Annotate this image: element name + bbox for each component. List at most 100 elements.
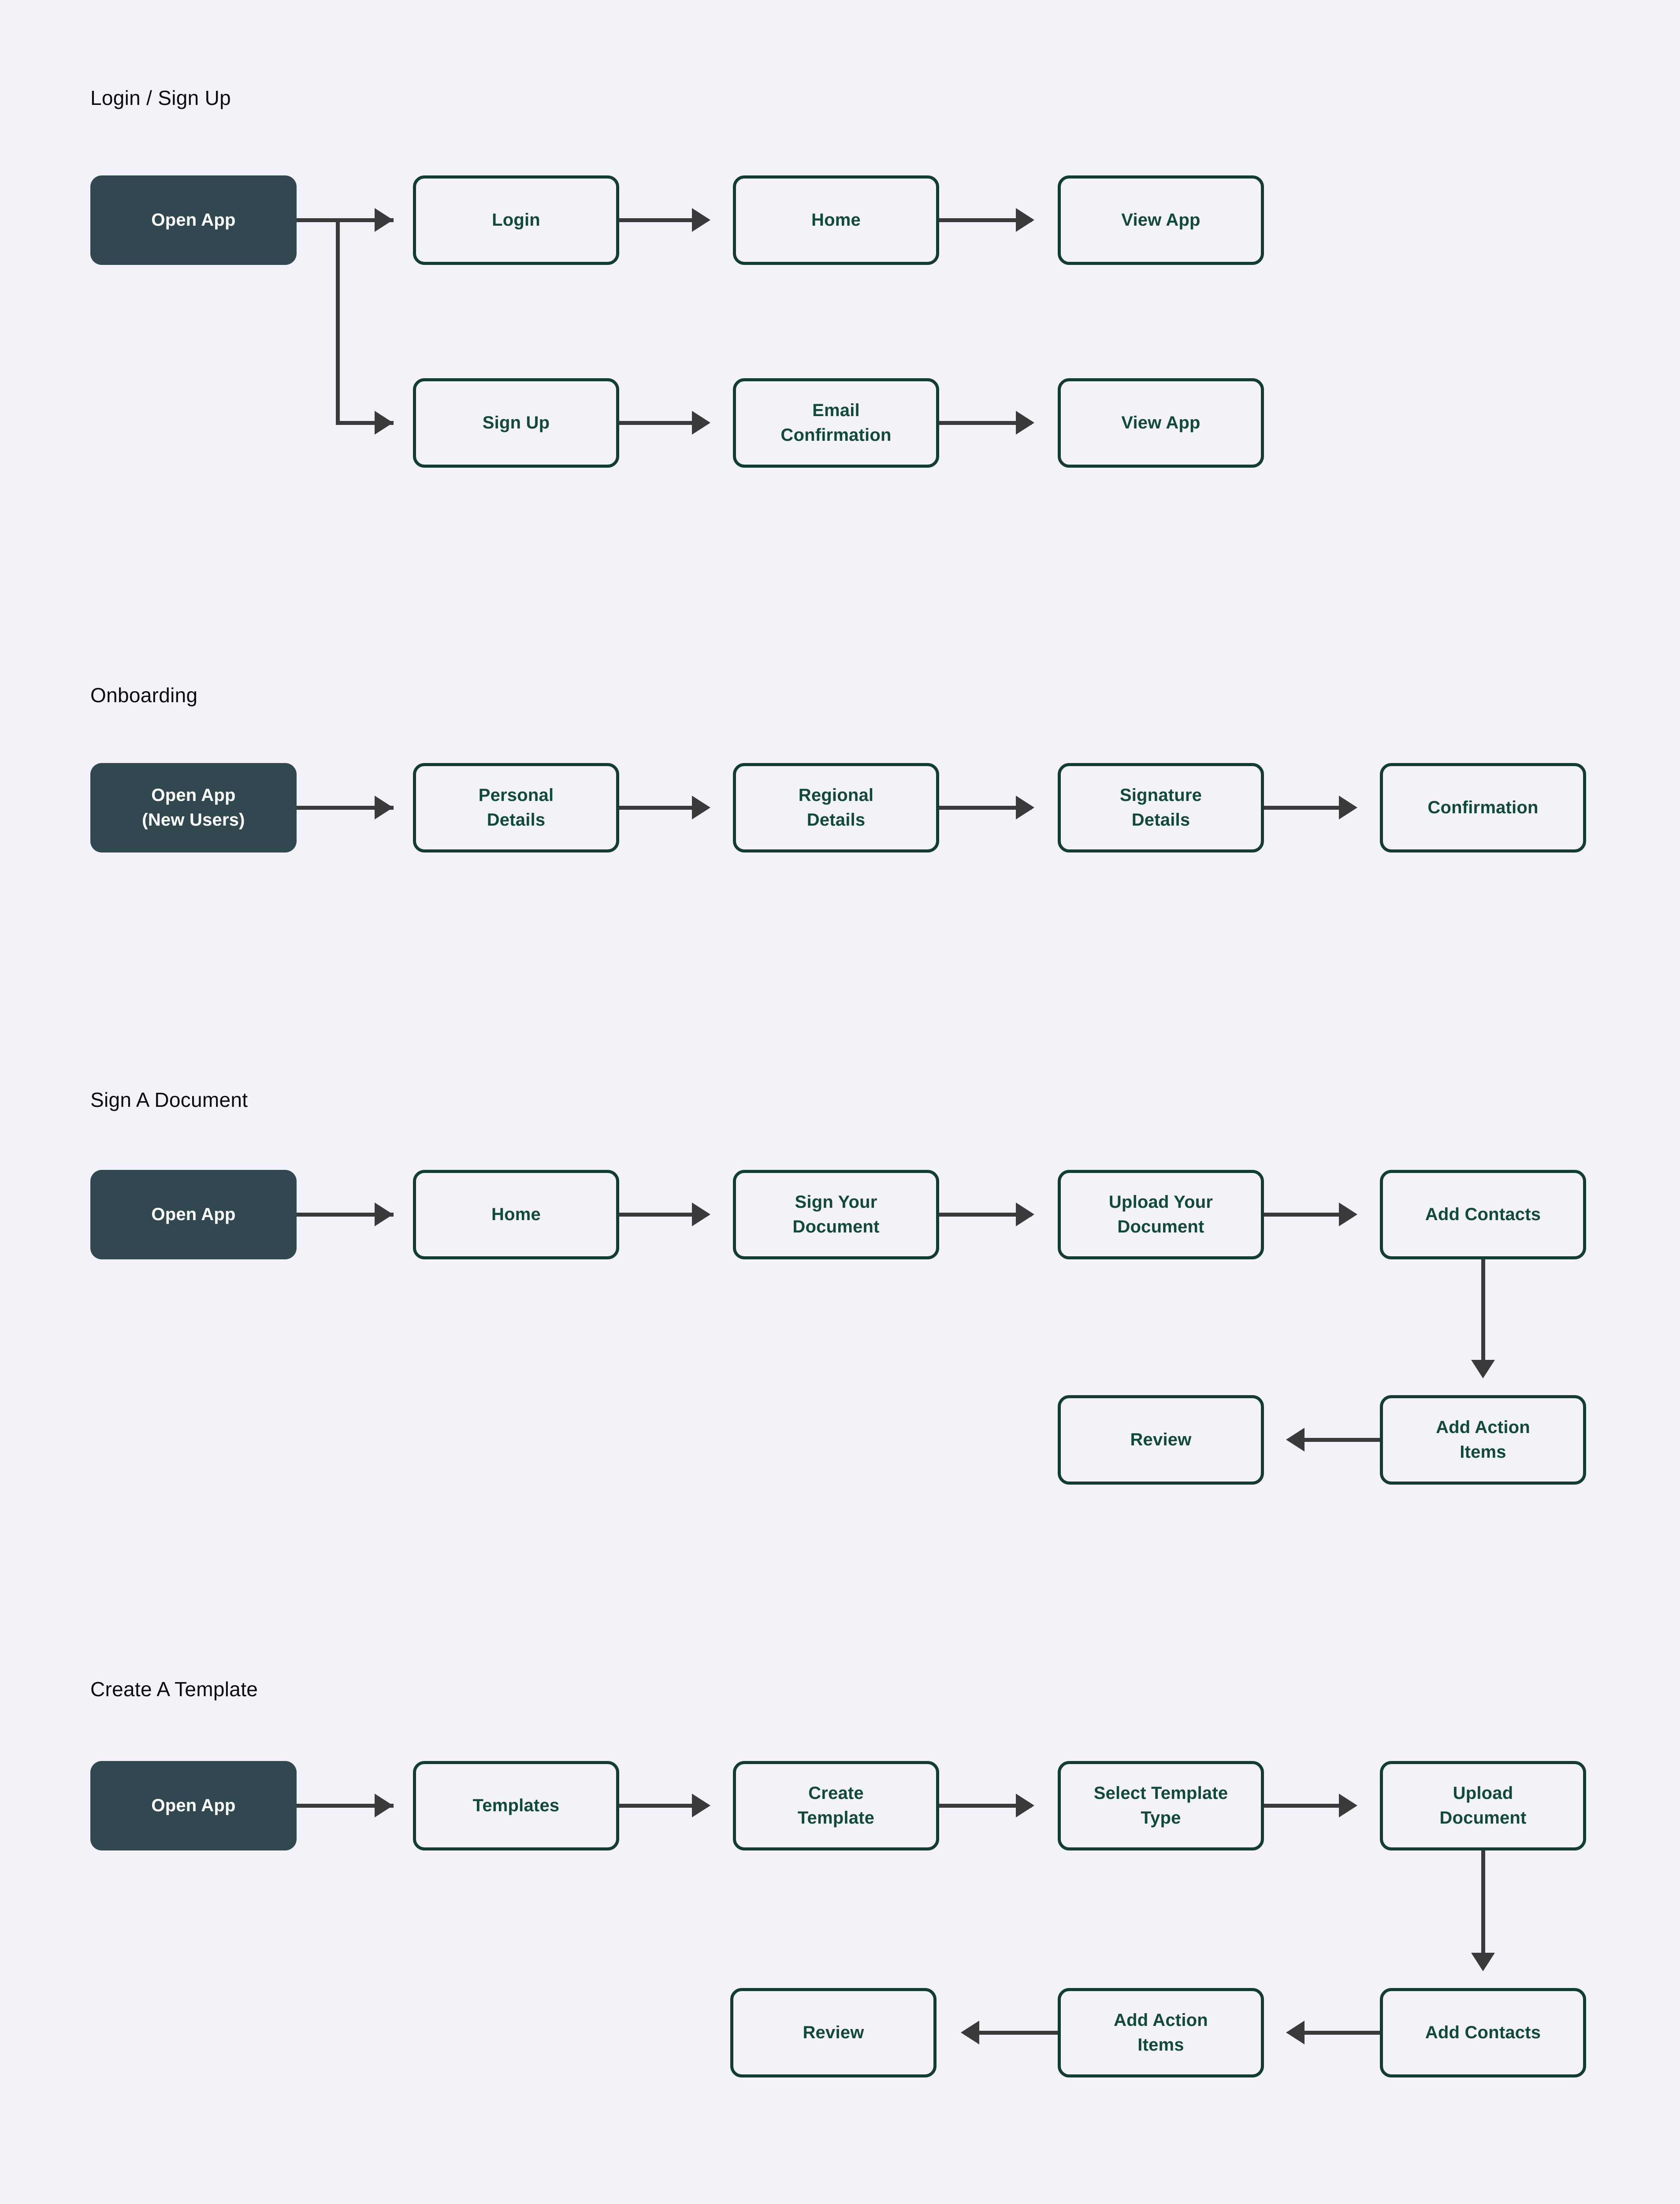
- connector-createtpl-4: [1264, 1804, 1354, 1808]
- node-label: Signature Details: [1119, 786, 1202, 830]
- node-label: Add Action Items: [1436, 1418, 1530, 1462]
- arrow-right-icon: [375, 411, 393, 435]
- section-title-sign-a-document: Sign A Document: [90, 1088, 248, 1111]
- node-label: Home: [811, 210, 861, 230]
- node-label: Open App (New Users): [142, 786, 245, 830]
- node-add-contacts-sign-doc[interactable]: Add Contacts: [1380, 1170, 1586, 1259]
- node-label: Open App: [151, 210, 236, 230]
- arrow-right-icon: [1339, 1794, 1357, 1817]
- node-label: Upload Document: [1439, 1783, 1527, 1828]
- node-label: Templates: [472, 1795, 560, 1815]
- node-signature-details[interactable]: Signature Details: [1058, 763, 1264, 853]
- connector-signdoc-3: [939, 1213, 1032, 1217]
- arrow-right-icon: [1339, 796, 1357, 819]
- arrow-right-icon: [692, 796, 710, 819]
- node-label: Open App: [151, 1795, 236, 1815]
- node-sign-your-document[interactable]: Sign Your Document: [733, 1170, 939, 1259]
- node-label: Add Contacts: [1425, 2022, 1541, 2042]
- node-label: Home: [491, 1204, 541, 1224]
- connector-signdoc-1: [297, 1213, 394, 1217]
- arrow-right-icon: [1016, 208, 1034, 232]
- arrow-right-icon: [375, 1794, 393, 1817]
- node-add-action-items-create-template[interactable]: Add Action Items: [1058, 1988, 1264, 2077]
- node-login[interactable]: Login: [413, 175, 619, 265]
- node-label: Select Template Type: [1093, 1783, 1228, 1828]
- arrow-right-icon: [375, 1203, 393, 1226]
- node-label: Sign Your Document: [792, 1192, 880, 1236]
- node-label: Review: [803, 2022, 864, 2042]
- node-confirmation[interactable]: Confirmation: [1380, 763, 1586, 853]
- connector-signdoc-4: [1264, 1213, 1354, 1217]
- node-review-sign-doc[interactable]: Review: [1058, 1395, 1264, 1485]
- connector-createtpl-2: [619, 1804, 707, 1808]
- node-open-app-sign-doc[interactable]: Open App: [90, 1170, 297, 1259]
- node-templates-create[interactable]: Templates: [413, 1761, 619, 1850]
- node-home-login[interactable]: Home: [733, 175, 939, 265]
- connector-home-viewapp: [939, 218, 1032, 222]
- connector-onboarding-4: [1264, 806, 1354, 810]
- node-add-action-items-sign-doc[interactable]: Add Action Items: [1380, 1395, 1586, 1485]
- node-add-contacts-create-template[interactable]: Add Contacts: [1380, 1988, 1586, 2077]
- node-label: Regional Details: [798, 786, 874, 830]
- node-open-app-login[interactable]: Open App: [90, 175, 297, 265]
- connector-login-home: [619, 218, 707, 222]
- section-title-login-sign-up: Login / Sign Up: [90, 86, 231, 109]
- arrow-left-icon: [961, 2021, 979, 2044]
- arrow-right-icon: [1016, 1203, 1034, 1226]
- arrow-right-icon: [375, 208, 393, 232]
- connector-createtpl-left-1: [1305, 2031, 1380, 2035]
- node-label: Sign Up: [482, 413, 550, 432]
- connector-onboarding-3: [939, 806, 1032, 810]
- node-label: Create Template: [797, 1783, 875, 1828]
- connector-createtpl-down: [1481, 1850, 1485, 1958]
- node-label: Upload Your Document: [1108, 1192, 1213, 1236]
- connector-signdoc-down: [1481, 1259, 1485, 1365]
- connector-onboarding-1: [297, 806, 394, 810]
- arrow-right-icon: [1339, 1203, 1357, 1226]
- connector-createtpl-3: [939, 1804, 1032, 1808]
- node-label: Add Contacts: [1425, 1204, 1541, 1224]
- node-open-app-new-users[interactable]: Open App (New Users): [90, 763, 297, 853]
- arrow-left-icon: [1286, 2021, 1305, 2044]
- connector-createtpl-1: [297, 1804, 394, 1808]
- node-view-app-login[interactable]: View App: [1058, 175, 1264, 265]
- node-view-app-signup[interactable]: View App: [1058, 378, 1264, 468]
- node-label: Add Action Items: [1114, 2010, 1208, 2055]
- arrow-down-icon: [1471, 1360, 1495, 1378]
- node-review-create-template[interactable]: Review: [730, 1988, 937, 2077]
- node-label: Review: [1130, 1430, 1192, 1449]
- node-upload-your-document[interactable]: Upload Your Document: [1058, 1170, 1264, 1259]
- arrow-right-icon: [692, 208, 710, 232]
- node-label: View App: [1121, 413, 1201, 432]
- node-personal-details[interactable]: Personal Details: [413, 763, 619, 853]
- node-create-template[interactable]: Create Template: [733, 1761, 939, 1850]
- connector-signdoc-2: [619, 1213, 707, 1217]
- connector-to-sign-up: [336, 421, 394, 425]
- connector-createtpl-left-2: [979, 2031, 1058, 2035]
- connector-signup-email: [619, 421, 707, 425]
- node-label: View App: [1121, 210, 1201, 230]
- node-home-sign-doc[interactable]: Home: [413, 1170, 619, 1259]
- section-title-create-a-template: Create A Template: [90, 1678, 258, 1701]
- node-label: Open App: [151, 1204, 236, 1224]
- section-title-onboarding: Onboarding: [90, 684, 198, 707]
- connector-open-app-down: [336, 218, 340, 423]
- node-open-app-create-template[interactable]: Open App: [90, 1761, 297, 1850]
- connector-open-app-split: [297, 218, 394, 222]
- arrow-right-icon: [692, 1794, 710, 1817]
- node-label: Email Confirmation: [781, 401, 892, 445]
- node-sign-up[interactable]: Sign Up: [413, 378, 619, 468]
- node-regional-details[interactable]: Regional Details: [733, 763, 939, 853]
- arrow-right-icon: [692, 1203, 710, 1226]
- connector-onboarding-2: [619, 806, 707, 810]
- arrow-right-icon: [692, 411, 710, 435]
- node-upload-document[interactable]: Upload Document: [1380, 1761, 1586, 1850]
- node-select-template-type[interactable]: Select Template Type: [1058, 1761, 1264, 1850]
- node-label: Login: [492, 210, 540, 230]
- node-email-confirmation[interactable]: Email Confirmation: [733, 378, 939, 468]
- arrow-left-icon: [1286, 1428, 1305, 1452]
- arrow-down-icon: [1471, 1953, 1495, 1971]
- node-label: Personal Details: [478, 786, 554, 830]
- connector-email-viewapp: [939, 421, 1032, 425]
- arrow-right-icon: [1016, 796, 1034, 819]
